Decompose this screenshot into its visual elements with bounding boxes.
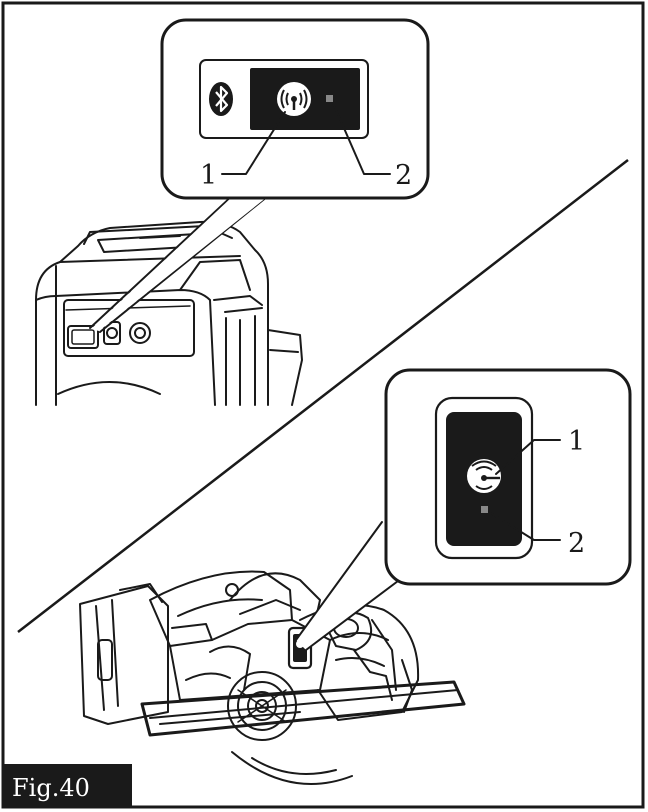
label-2: 2: [395, 160, 412, 191]
wireless-signal-icon: [467, 459, 501, 496]
indicator-lamp: [481, 506, 488, 513]
battery-pack: [79, 585, 169, 725]
label-2-leader: [332, 102, 391, 175]
diagonal-divider: [17, 159, 629, 633]
leader-bottom-line-b: [305, 577, 403, 651]
leader-bottom: [296, 522, 402, 650]
bluetooth-icon: [209, 82, 233, 116]
tool-body-top: [35, 220, 303, 406]
circular-saw: [79, 570, 466, 785]
label-1: 1: [568, 426, 585, 457]
figure-label: Fig.40: [4, 764, 132, 808]
label-2: 2: [568, 528, 585, 559]
top-callout: 1 2: [160, 18, 430, 200]
motor-rings: [227, 671, 297, 741]
saw-base-plate: [140, 680, 466, 737]
figure-label-box: [4, 764, 132, 808]
wireless-signal-icon: [277, 82, 311, 116]
bottom-callout: 1 2: [384, 368, 632, 586]
leader-top-fill: [91, 197, 267, 331]
figure-label-text: Fig.40: [12, 774, 90, 802]
label-1-leader: [221, 111, 286, 175]
label-1-leader: [495, 439, 561, 475]
label-1: 1: [200, 160, 217, 191]
indicator-lamp: [326, 95, 333, 102]
leader-top: [89, 195, 269, 333]
label-2-leader: [488, 511, 561, 541]
leader-bottom-line-a: [295, 521, 383, 641]
